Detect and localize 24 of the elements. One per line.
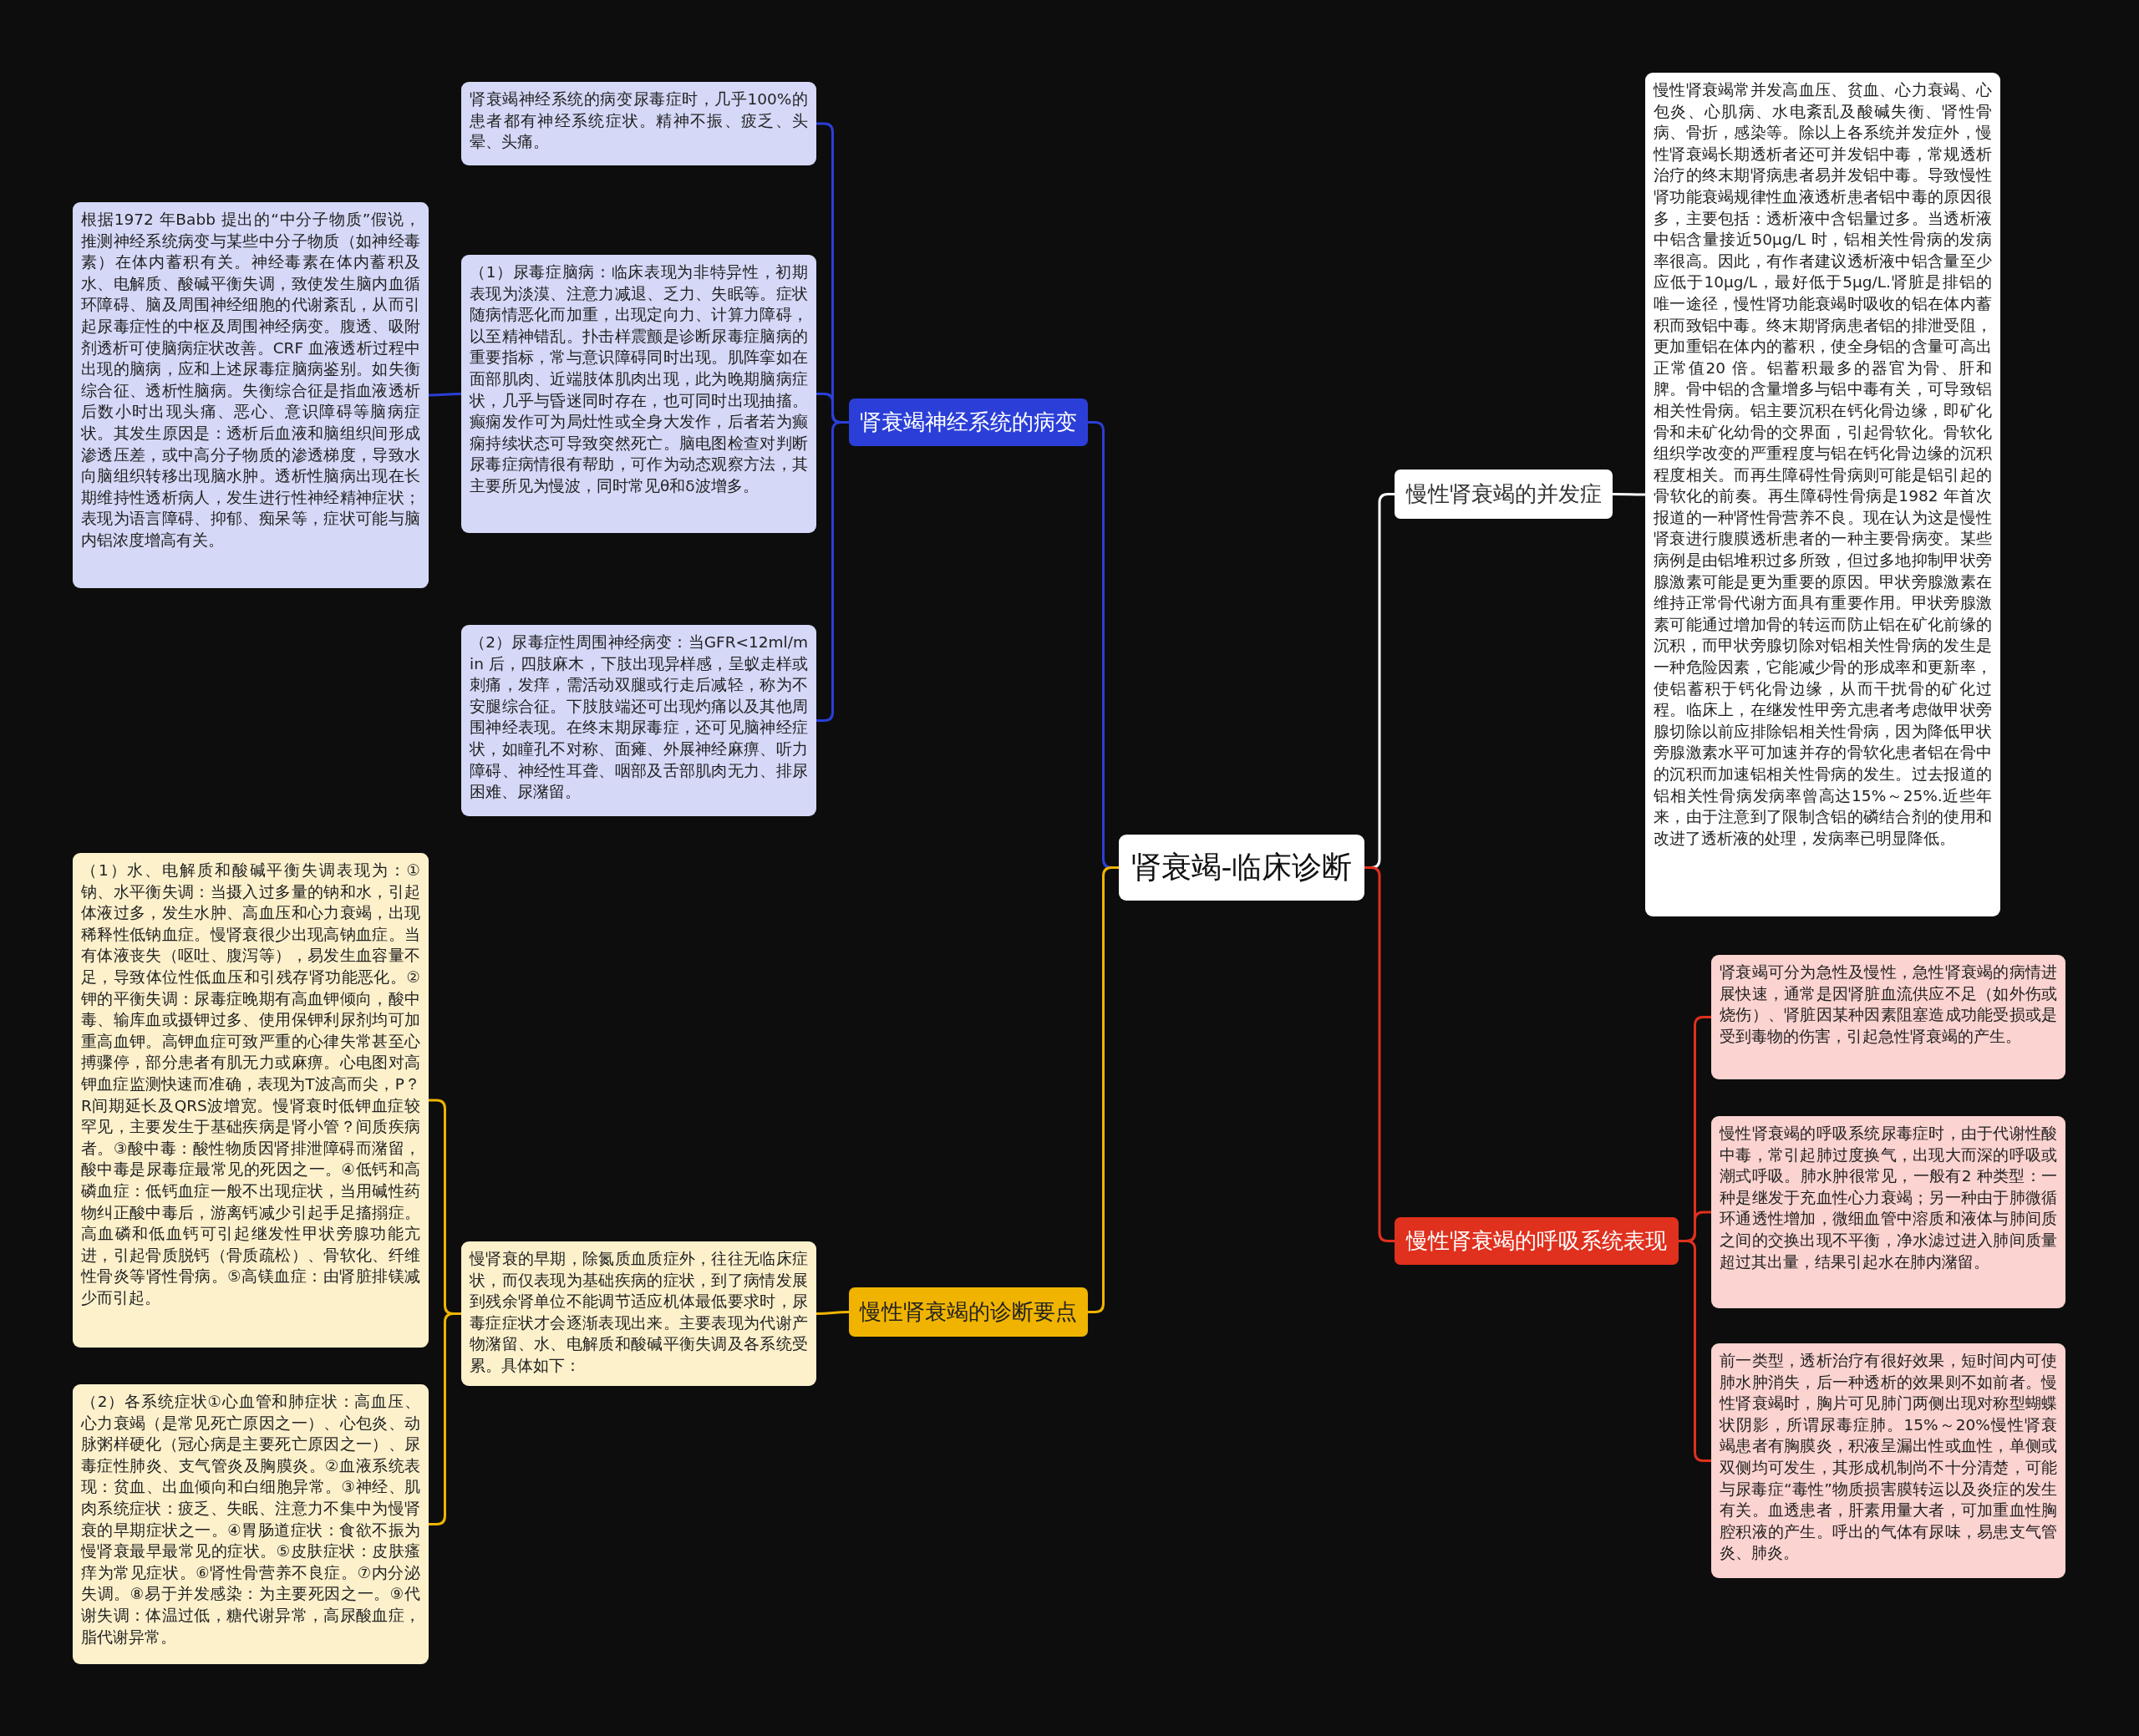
text-card: 慢性肾衰竭的呼吸系统尿毒症时，由于代谢性酸中毒，常引起肺过度换气，出现大而深的呼吸或潮式呼吸。肺水肿很常见，一般有2 种类型：一种是继发于充血性心力衰竭；另一种由于肺微循环通透性增加，微细血管中溶质和液体与肺间质之间的交换出现不平衡，净水滤过进入肺间质量超过其出量，结果引起水在肺内潴留。 [1711, 1116, 2065, 1308]
connector-line [429, 1312, 461, 1525]
connector-line [1679, 1240, 1711, 1462]
text-card: 肾衰竭可分为急性及慢性，急性肾衰竭的病情进展快速，通常是因肾脏血流供应不足（如外伤或烧伤）、肾脏因某种因素阻塞造成功能受损或是受到毒物的伤害，引起急性肾衰竭的产生。 [1711, 955, 2065, 1079]
connector-line [816, 421, 849, 722]
text-card: 前一类型，透析治疗有很好效果，短时间内可使肺水肿消失，后一种透析的效果则不如前者。慢性肾衰竭时，胸片可见肺门两侧出现对称型蝴蝶状阴影，所谓尿毒症肺。15%～20%慢性肾衰竭患者有胸膜炎，积液呈漏出性或血性，单侧或双侧均可发生，其形成机制尚不十分清楚，可能与尿毒症“毒性”物质损害膜转运以及炎症的发生有关。血透患者，肝素用量大者，可加重血性胸腔积液的产生。呼出的气体有尿味，易患支气管炎、肺炎。 [1711, 1343, 2065, 1578]
text-card: （2）各系统症状①心血管和肺症状：高血压、心力衰竭（是常见死亡原因之一）、心包炎、动脉粥样硬化（冠心病是主要死亡原因之一）、尿毒症性肺炎、支气管炎及胸膜炎。②血液系统表现：贫血、出血倾向和白细胞异常。③神经、肌肉系统症状：疲乏、失眠、注意力不集中为慢肾衰的早期症状之一。④胃肠道症状：食欲不振为慢肾衰最早最常见的症状。⑤皮肤症状：皮肤瘙痒为常见症状。⑥肾性骨营养不良症。⑦内分泌失调。⑧易于并发感染：为主要死因之一。⑨代谢失调：体温过低，糖代谢异常，高尿酸血症，脂代谢异常。 [73, 1384, 429, 1664]
branch-topic-box: 慢性肾衰竭的诊断要点 [849, 1287, 1088, 1337]
text-card: （2）尿毒症性周围神经病变：当GFR<12ml/min 后，四肢麻木，下肢出现异样感，呈蚁走样或刺痛，发痒，需活动双腿或行走后减轻，称为不安腿综合征。下肢肢端还可出现灼痛以及其他周围神经表现。在终末期尿毒症，还可见脑神经症状，如瞳孔不对称、面瘫、外展神经麻痹、听力障碍、神经性耳聋、咽部及舌部肌肉无力、排尿困难、尿潴留。 [461, 625, 816, 816]
connector-line [1613, 493, 1645, 496]
connector-line [816, 1311, 849, 1315]
text-card: （1）水、电解质和酸碱平衡失调表现为：①钠、水平衡失调：当摄入过多量的钠和水，引起体液过多，发生水肿、高血压和心力衰竭，出现稀释性低钠血症。慢肾衰很少出现高钠血症。当有体液丧失（呕吐、腹泻等），易发生血容量不足，导致体位性低血压和引残存肾功能恶化。②钾的平衡失调：尿毒症晚期有高血钾倾向，酸中毒、输库血或摄钾过多、使用保钾利尿剂均可加重高血钾。高钾血症可致严重的心律失常甚至心搏骤停，部分患者有肌无力或麻痹。心电图对高钾血症监测快速而准确，表现为T波高而尖，P？R间期延长及QRS波增宽。慢肾衰时低钾血症较罕见，主要发生于基础疾病是肾小管？间质疾病者。③酸中毒：酸性物质因肾排泄障碍而潴留，酸中毒是尿毒症最常见的死因之一。④低钙和高磷血症：低钙血症一般不出现症状，当用碱性药物纠正酸中毒后，游离钙减少引起手足搐搦症。高血磷和低血钙可引起继发性甲状旁腺功能亢进，引起骨质脱钙（骨质疏松）、骨软化、纤维性骨炎等肾性骨病。⑤高镁血症：由肾脏排镁减少而引起。 [73, 853, 429, 1348]
text-card: 肾衰竭神经系统的病变尿毒症时，几乎100%的患者都有神经系统症状。精神不振、疲乏、头晕、头痛。 [461, 82, 816, 165]
branch-topic-box: 肾衰竭神经系统的病变 [849, 398, 1088, 446]
root-topic-box: 肾衰竭-临床诊断 [1119, 835, 1364, 901]
text-card: 慢性肾衰竭常并发高血压、贫血、心力衰竭、心包炎、心肌病、水电紊乱及酸碱失衡、肾性骨病、骨折，感染等。除以上各系统并发症外，慢性肾衰竭长期透析者还可并发铝中毒，常规透析治疗的终末期肾病患者易并发铝中毒。导致慢性肾功能衰竭规律性血液透析患者铝中毒的原因很多，主要包括：透析液中含铝量过多。当透析液中铝含量接近50μg/L 时，铝相关性骨病的发病率很高。因此，有作者建议透析液中铝含量至少应低于10μg/L，最好低于5μg/L.肾脏是排铝的唯一途径，慢性肾功能衰竭时吸收的铝在体内蓄积而致铝中毒。终末期肾病患者铝的排泄受阻，更加重铝在体内的蓄积，使全身铝的含量可高出正常值20 倍。铝蓄积最多的器官为骨、肝和脾。骨中铝的含量增多与铝中毒有关，可导致铝相关性骨病。铝主要沉积在钙化骨边缘，即矿化骨和未矿化幼骨的交界面，引起骨软化。骨软化组织学改变的严重程度与铝在钙化骨边缘的沉积程度相关。而再生障碍性骨病则可能是铝引起的骨软化的前奏。再生障碍性骨病是1982 年首次报道的一种肾性骨营养不良。现在认为这是慢性肾衰进行腹膜透析患者的一种主要骨病变。某些病例是由铝堆积过多所致，但过多地抑制甲状旁腺激素可能是更为重要的原因。甲状旁腺激素在维持正常骨代谢方面具有重要作用。甲状旁腺激素可能通过增加骨的转运而防止铝在矿化前缘的沉积，而甲状旁腺切除对铝相关性骨病的发生是一种危险因素，它能减少骨的形成率和更新率，使铝蓄积于钙化骨边缘，从而干扰骨的矿化过程。临床上，在继发性甲旁亢患者考虑做甲状旁腺切除以前应排除铝相关性骨病，因为降低甲状旁腺激素水平可加速并存的骨软化患者铝在骨中的沉积而加速铝相关性骨病的发生。过去报道的铝相关性骨病发病率曾高达15%～25%.近些年来，由于注意到了限制含铝的磷结合剂的使用和改进了透析液的处理，发病率已明显降低。 [1645, 73, 2000, 916]
connector-line [429, 393, 461, 397]
text-card: 慢肾衰的早期，除氮质血质症外，往往无临床症状，而仅表现为基础疾病的症状，到了病情发展到残余肾单位不能调节适应机体最低要求时，尿毒症症状才会逐渐表现出来。主要表现为代谢产物潴留、水、电解质和酸碱平衡失调及各系统受累。具体如下： [461, 1241, 816, 1386]
text-card: 根据1972 年Babb 提出的“中分子物质”假说，推测神经系统病变与某些中分子物质（如神经毒素）在体内蓄积有关。神经毒素在体内蓄积及水、电解质、酸碱平衡失调，致使发生脑内血循环障碍、脑及周围神经细胞的代谢紊乱，从而引起尿毒症性的中枢及周围神经病变。腹透、吸附剂透析可使脑病症状改善。CRF 血液透析过程中出现的脑病，应和上述尿毒症脑病鉴别。如失衡综合征、透析性脑病。失衡综合征是指血液透析后数小时出现头痛、恶心、意识障碍等脑病症状。其发生原因是：透析后血液和脑组织间形成渗透压差，或中高分子物质的渗透梯度，导致水向脑组织转移出现脑水肿。透析性脑病出现在长期维持性透析病人，发生进行性神经精神症状；表现为语言障碍、抑郁、痴呆等，症状可能与脑内铝浓度增高有关。 [73, 202, 429, 588]
connector-line [1088, 866, 1119, 1313]
text-card: （1）尿毒症脑病：临床表现为非特异性，初期表现为淡漠、注意力减退、乏力、失眠等。症状随病情恶化而加重，出现定向力、计算力障碍，以至精神错乱。扑击样震颤是诊断尿毒症脑病的重要指标，常与意识障碍同时出现。肌阵挛如在面部肌肉、近端肢体肌肉出现，此为晚期脑病症状，几乎与昏迷同时存在，也可同时出现抽搐。癫痫发作可为局灶性或全身大发作，后者若为癫痫持续状态可导致突然死亡。脑电图检查对判断尿毒症病情很有帮助，可作为动态观察方法，其主要所见为慢波，同时常见θ和δ波增多。 [461, 255, 816, 533]
connector-line [1364, 866, 1395, 1242]
branch-topic-box: 慢性肾衰竭的呼吸系统表现 [1395, 1217, 1679, 1265]
branch-topic-box: 慢性肾衰竭的并发症 [1395, 470, 1613, 519]
